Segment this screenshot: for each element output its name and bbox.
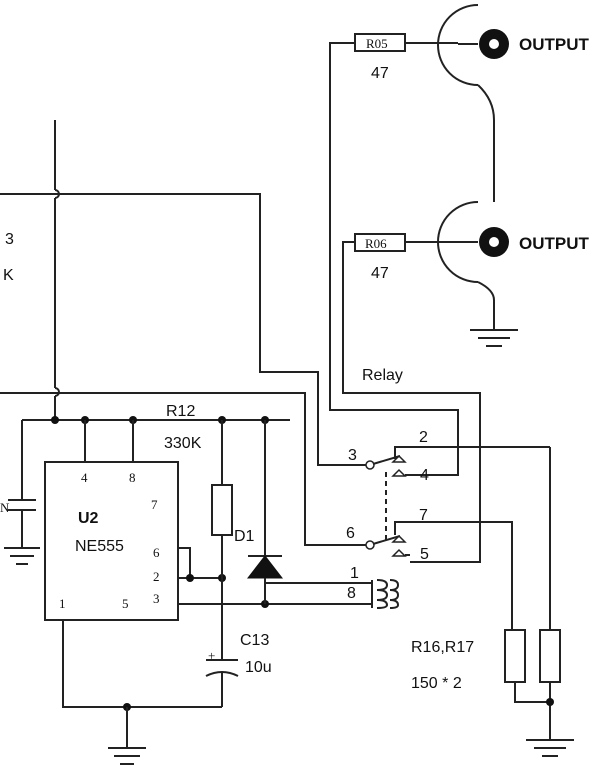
r05-label: R05	[366, 36, 388, 51]
r16-r17-value: 150 * 2	[411, 675, 462, 692]
r12-label: R12	[166, 403, 195, 420]
relay-switch-upper	[365, 446, 550, 477]
resistor-r12	[211, 484, 233, 536]
lower-left-wire	[0, 392, 366, 546]
r05-wire	[329, 42, 459, 476]
r16-r17-label: R16,R17	[411, 639, 474, 656]
r06-value: 47	[371, 265, 389, 282]
relay-pin-2: 2	[419, 429, 428, 446]
ic-pin-3: 3	[153, 591, 160, 606]
ic-pin-4: 4	[81, 470, 88, 485]
resistor-r16	[504, 629, 526, 683]
relay-pin-7: 7	[419, 507, 428, 524]
relay-coil	[371, 579, 400, 609]
relay-pin-1: 1	[350, 565, 359, 582]
relay-pin-8: 8	[347, 585, 356, 602]
ic-pin-6: 6	[153, 545, 160, 560]
capacitor-c13	[205, 648, 239, 707]
ic-ref-label: U2	[78, 510, 99, 527]
partial-label-n: N	[0, 500, 10, 515]
partial-label-k: K	[3, 267, 14, 284]
ground-symbol-load	[526, 739, 574, 757]
ic-pin-5: 5	[122, 596, 129, 611]
ic-u2-ne555	[44, 461, 179, 621]
output-bottom-label: OUTPUT	[519, 234, 590, 253]
ic-pin-1: 1	[59, 596, 66, 611]
output-top-label: OUTPUT	[519, 35, 590, 54]
relay-pin-3: 3	[348, 447, 357, 464]
partial-label-3: 3	[5, 231, 14, 248]
ground-symbol-output	[470, 329, 518, 347]
c13-plus: +	[208, 648, 215, 663]
ic-type-label: NE555	[75, 538, 124, 555]
relay-switch-lower	[365, 521, 513, 630]
d1-label: D1	[234, 528, 255, 545]
ground-symbol-left	[4, 547, 40, 565]
jack-shield-wire	[477, 84, 495, 202]
r05-value: 47	[371, 65, 389, 82]
c13-label: C13	[240, 632, 269, 649]
relay-pin-5: 5	[420, 546, 429, 563]
ground-symbol-ic	[108, 747, 146, 765]
r06-label: R06	[365, 236, 387, 251]
r06-wire	[342, 241, 481, 563]
upper-left-wire	[0, 193, 366, 466]
relay-label: Relay	[362, 367, 403, 384]
c13-value: 10u	[245, 659, 272, 676]
relay-pin-6: 6	[346, 525, 355, 542]
resistor-r17	[539, 629, 561, 683]
relay-pin-4: 4	[420, 467, 429, 484]
ic-pin-8: 8	[129, 470, 136, 485]
ic-pin-2: 2	[153, 569, 160, 584]
output-jack-top	[437, 4, 509, 86]
r12-value: 330K	[164, 435, 202, 452]
ic-pin-7: 7	[151, 497, 158, 512]
diode-d1	[246, 555, 284, 579]
